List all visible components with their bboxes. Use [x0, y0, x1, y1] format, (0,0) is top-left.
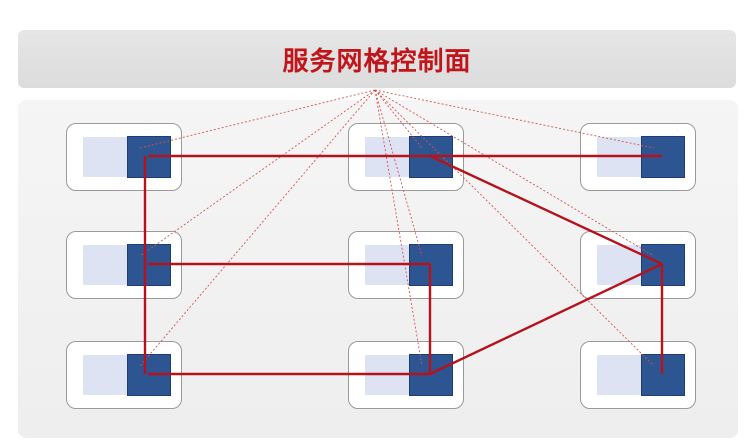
- control-link-r2c0: [139, 89, 376, 367]
- control-link-r0c2: [374, 89, 655, 149]
- pod-r2c2: [580, 341, 696, 409]
- pod-r1c2: [580, 231, 696, 299]
- control-plane-title: 服务网格控制面: [282, 46, 472, 77]
- control-link-r2c1: [374, 89, 423, 367]
- control-link-r0c0: [139, 89, 376, 149]
- control-link-r0c1: [374, 89, 423, 149]
- control-plane-bar: 服务网格控制面: [18, 30, 736, 88]
- control-link-r1c2: [374, 89, 655, 257]
- data-link-r2c1-r1c2: [429, 262, 663, 376]
- data-link-r0c1-r1c2: [429, 154, 663, 266]
- control-link-r1c1: [374, 89, 423, 257]
- control-link-r1c0: [139, 89, 376, 257]
- control-link-r2c2: [374, 89, 655, 367]
